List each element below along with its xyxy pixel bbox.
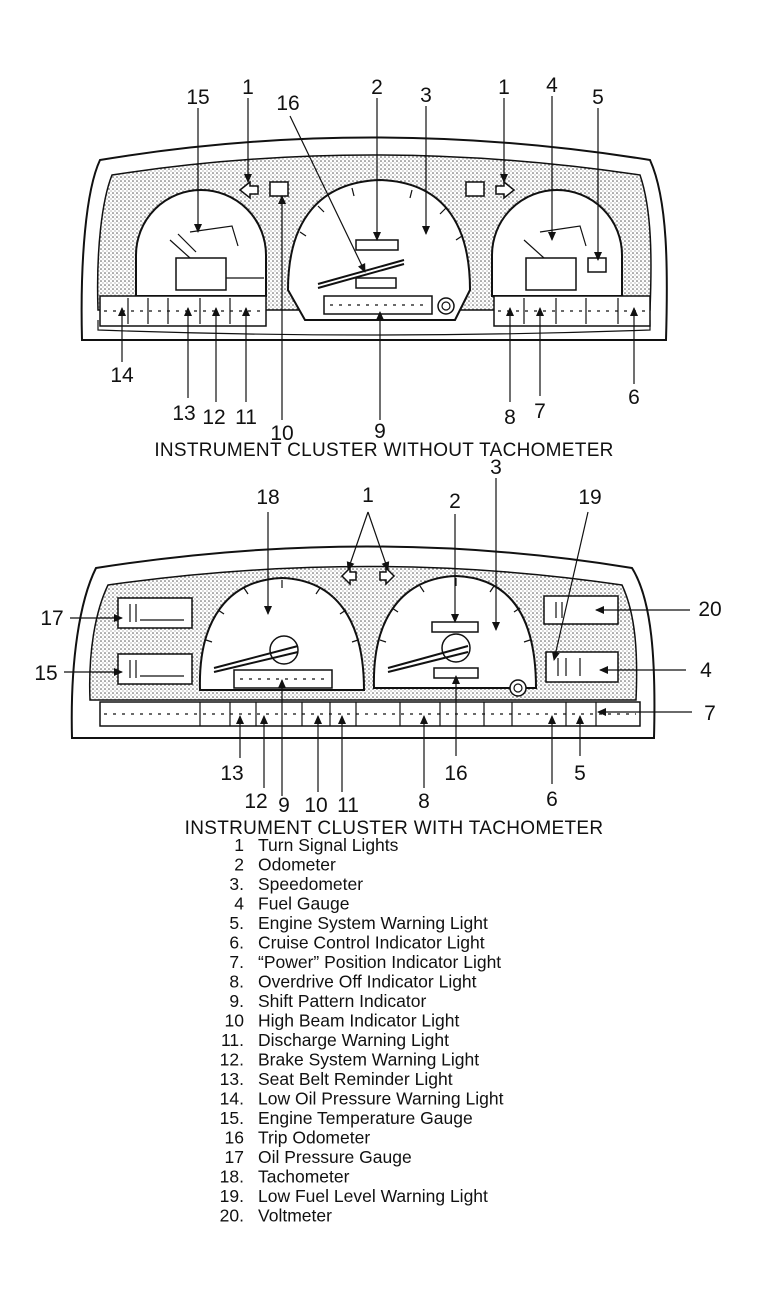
caption-without-tachometer: INSTRUMENT CLUSTER WITHOUT TACHOMETER [154,440,613,461]
callout-11: 11 [337,794,359,817]
legend-number: 19. [220,1186,244,1206]
legend-number: 7. [229,952,244,972]
legend-label: Shift Pattern Indicator [258,991,426,1011]
legend-number: 12. [220,1050,244,1070]
callout-15: 15 [34,662,57,685]
legend-number: 11. [221,1030,244,1050]
legend-number: 1 [234,835,244,855]
legend-number: 8. [229,972,244,992]
legend-list: 1 Turn Signal Lights 2 Odometer 3. Speedomete… [220,835,504,1226]
legend-number: 2 [234,855,244,875]
callout-14: 14 [110,364,134,387]
callout-13: 13 [220,762,243,785]
legend-label: Cruise Control Indicator Light [258,933,485,953]
callout-16: 16 [276,92,299,115]
callout-1: 1 [362,484,374,507]
legend-label: Discharge Warning Light [258,1030,449,1050]
legend-label: Turn Signal Lights [258,835,399,855]
callout-3: 3 [420,84,432,107]
legend-label: Overdrive Off Indicator Light [258,972,477,992]
legend-label: Oil Pressure Gauge [258,1147,412,1167]
callout-13: 13 [172,402,195,425]
callout-17: 17 [40,607,63,630]
legend-number: 6. [229,933,244,953]
legend-label: Low Fuel Level Warning Light [258,1186,488,1206]
legend-number: 16 [225,1128,244,1148]
legend-number: 3. [229,874,244,894]
legend-label: Engine System Warning Light [258,913,488,933]
callout-9: 9 [278,794,290,817]
legend-number: 18. [220,1167,244,1187]
callout-11: 11 [235,406,257,429]
legend-number: 15. [220,1108,244,1128]
legend-label: Seat Belt Reminder Light [258,1069,453,1089]
callout-19: 19 [578,486,601,509]
legend-number: 13. [220,1069,244,1089]
legend-label: Fuel Gauge [258,894,349,914]
callout-10: 10 [270,422,293,445]
callout-16: 16 [444,762,467,785]
callout-9: 9 [374,420,386,443]
callout-7: 7 [534,400,546,423]
callout-4: 4 [546,74,558,97]
callout-5: 5 [574,762,586,785]
legend-label: Engine Temperature Gauge [258,1108,473,1128]
legend-label: Brake System Warning Light [258,1050,479,1070]
top-callout-numbers: 15 1 16 2 3 1 4 5 14 13 12 11 10 9 8 7 6 [110,74,640,445]
caption-with-tachometer: INSTRUMENT CLUSTER WITH TACHOMETER [185,818,604,839]
legend-number: 17 [225,1147,244,1167]
callout-5: 5 [592,86,604,109]
legend-number: 9. [229,991,244,1011]
cluster-without-tachometer: 15 1 16 2 3 1 4 5 14 13 12 11 10 9 8 7 6… [80,74,668,461]
callout-15: 15 [186,86,209,109]
legend-label: “Power” Position Indicator Light [258,952,501,972]
legend-label: Speedometer [258,874,363,894]
legend-label: Tachometer [258,1167,350,1187]
callout-3: 3 [490,456,502,479]
callout-1b: 1 [498,76,510,99]
legend-number: 10 [225,1011,245,1031]
legend-label: Odometer [258,855,336,875]
legend-number: 14. [220,1089,244,1109]
bottom-callout-numbers: 3 18 1 2 19 17 20 15 4 7 13 16 5 12 9 10… [34,456,721,817]
callout-2: 2 [371,76,383,99]
callout-8: 8 [504,406,516,429]
legend-label: High Beam Indicator Light [258,1011,459,1031]
legend-number: 4 [234,894,244,914]
legend-number: 5. [229,913,244,933]
callout-20: 20 [698,598,721,621]
callout-10: 10 [304,794,327,817]
callout-6: 6 [546,788,558,811]
callout-12: 12 [202,406,225,429]
cluster-with-tachometer: 3 18 1 2 19 17 20 15 4 7 13 16 5 12 9 10… [34,456,721,839]
callout-1: 1 [242,76,254,99]
callout-7: 7 [704,702,716,725]
callout-4: 4 [700,659,712,682]
callout-6: 6 [628,386,640,409]
legend-label: Voltmeter [258,1206,332,1226]
legend-label: Low Oil Pressure Warning Light [258,1089,504,1109]
legend-label: Trip Odometer [258,1128,370,1148]
callout-2: 2 [449,490,461,513]
callout-8: 8 [418,790,430,813]
legend-number: 20. [220,1206,244,1226]
callout-18: 18 [256,486,279,509]
callout-12: 12 [244,790,267,813]
